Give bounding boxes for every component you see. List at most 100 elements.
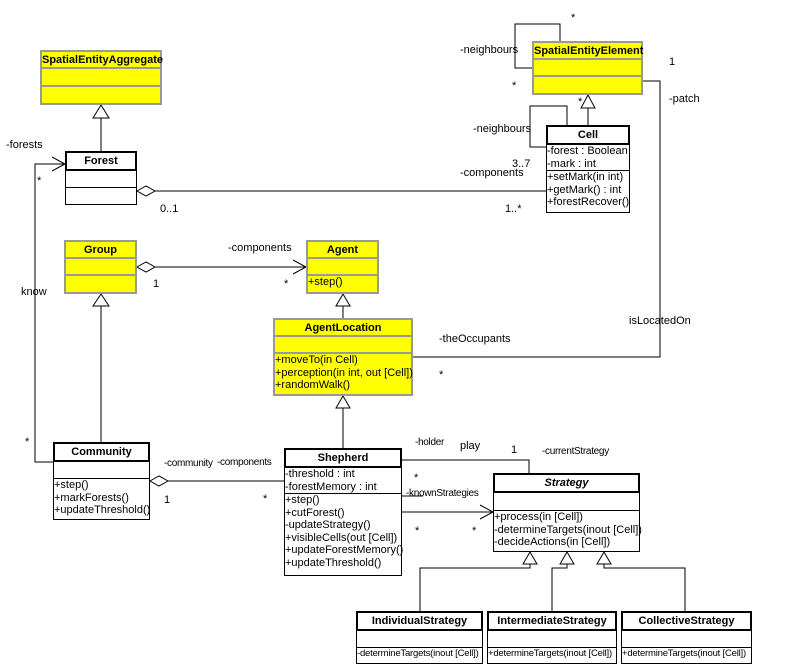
shepherd-generalization-arrow [335,395,351,409]
operation-row: +randomWalk() [275,379,351,391]
community-agg-mult: 1 [164,494,171,506]
forest-components-role: -components [460,167,524,179]
see-neighbours-self-association [514,23,561,69]
cell-mult-3-7: 3..7 [512,158,531,170]
attributes-compartment [66,259,135,276]
class-name: Strategy [493,473,640,493]
community-role: -community [164,458,213,469]
the-occupants-role: -theOccupants [439,333,511,345]
cell-neighbours-self-association [529,105,568,148]
class-name: Cell [546,125,630,145]
operations-compartment: +step() +markForests() +updateThreshold(… [54,478,151,517]
patch-mult: 1 [669,56,676,68]
class-agent-location[interactable]: AgentLocation +moveTo(in Cell) +percepti… [273,318,413,396]
shepherd-mult: * [263,493,268,505]
know-label: know [21,286,47,298]
operation-row: +visibleCells(out [Cell]) [285,531,398,544]
play-label: play [460,440,481,452]
operation-row: +cutForest() [285,506,345,519]
attributes-compartment [494,493,639,510]
cell-generalization-arrow [580,93,596,109]
class-cell[interactable]: Cell -forest : Boolean -mark : int +setM… [546,125,630,213]
class-individual-strategy[interactable]: IndividualStrategy -determineTargets(ino… [356,611,483,664]
class-name: IndividualStrategy [356,611,483,631]
shepherd-components-role: -components [217,457,272,468]
class-community[interactable]: Community +step() +markForests() +update… [53,442,150,520]
forest-aggregation-diamond [135,185,157,197]
patch-role: -patch [669,93,700,105]
class-spatial-entity-aggregate[interactable]: SpatialEntityAggregate [40,50,163,105]
intermediate-generalization-arrow [559,551,575,565]
agent-mult: * [284,278,289,290]
operations-compartment: +determineTargets(inout [Cell]) [622,647,751,663]
operation-row: +determineTargets(inout [Cell]) [488,648,612,659]
class-name-text: Strategy [544,477,589,489]
class-forest[interactable]: Forest [65,151,137,205]
attributes-compartment [534,60,641,77]
group-aggregation-diamond [135,261,157,273]
is-located-on-label: isLocatedOn [629,315,691,327]
attributes-compartment [66,171,136,187]
class-name: SpatialEntityElement [534,43,643,60]
see-neighbours-role: -neighbours [460,44,519,56]
current-strategy-role: -currentStrategy [542,446,609,457]
attributes-compartment [357,631,482,647]
forest-generalization-arrow [92,104,110,119]
attribute-row: -forestMemory : int [285,480,377,493]
individual-generalization-line [419,564,531,611]
individual-generalization-arrow [522,551,538,565]
group-components-role: -components [228,242,292,254]
holder-mult: * [414,472,419,484]
the-occupants-mult: * [439,369,444,381]
forests-mult: * [37,175,42,187]
class-strategy[interactable]: Strategy +process(in [Cell]) -determineT… [493,473,642,552]
community-know-mult: * [25,436,30,448]
holder-role: -holder [415,437,445,448]
intermediate-generalization-line [551,564,568,611]
attribute-row: -forest : Boolean [547,145,628,157]
known-strategies-association [402,495,493,513]
class-agent[interactable]: Agent +step() [306,240,379,294]
collective-generalization-arrow [596,551,612,565]
operation-row: +updateForestMemory() [285,544,404,556]
operations-compartment: +determineTargets(inout [Cell]) [488,647,616,663]
class-name: IntermediateStrategy [487,611,617,631]
operation-row: +markForests() [54,491,129,504]
forests-role: -forests [6,139,43,151]
group-mult: 1 [153,278,160,290]
operations-compartment: +step() [308,276,377,291]
class-name: Shepherd [284,448,402,468]
see-neighbours-mult-top: * [571,12,576,24]
attributes-compartment: -threshold : int -forestMemory : int [285,468,401,493]
cell-neighbours-role: -neighbours [473,123,532,135]
operation-row: +updateThreshold() [54,504,151,516]
class-spatial-entity-element[interactable]: SpatialEntityElement [532,41,643,95]
class-intermediate-strategy[interactable]: IntermediateStrategy +determineTargets(i… [487,611,617,664]
class-name: SpatialEntityAggregate [42,52,163,69]
class-name: Community [53,442,150,462]
operations-compartment: +process(in [Cell]) -determineTargets(in… [494,510,642,549]
operation-row: +step() [54,479,89,491]
operation-row: +process(in [Cell]) [494,511,583,523]
play-association [399,459,530,473]
operations-compartment [66,187,136,203]
class-collective-strategy[interactable]: CollectiveStrategy +determineTargets(ino… [621,611,752,664]
cell-neighbours-mult: * [578,96,583,108]
operation-row: +step() [285,494,320,506]
class-group[interactable]: Group [64,240,137,294]
operation-row: +perception(in int, out [Cell]) [275,366,413,379]
community-aggregation-diamond [148,475,170,487]
operations-compartment: +step() +cutForest() -updateStrategy() +… [285,493,404,569]
operations-compartment [534,77,641,92]
class-name: AgentLocation [275,320,411,337]
class-name: Group [66,242,135,259]
attribute-row: -mark : int [547,157,596,170]
agentlocation-generalization-arrow [335,293,351,307]
class-name: Agent [308,242,377,259]
current-strategy-mult: 1 [511,444,518,456]
operation-row: -updateStrategy() [285,519,371,531]
class-shepherd[interactable]: Shepherd -threshold : int -forestMemory … [284,448,404,576]
forest-agg-mult: 0..1 [160,203,179,215]
attributes-compartment: -forest : Boolean -mark : int [547,145,629,170]
